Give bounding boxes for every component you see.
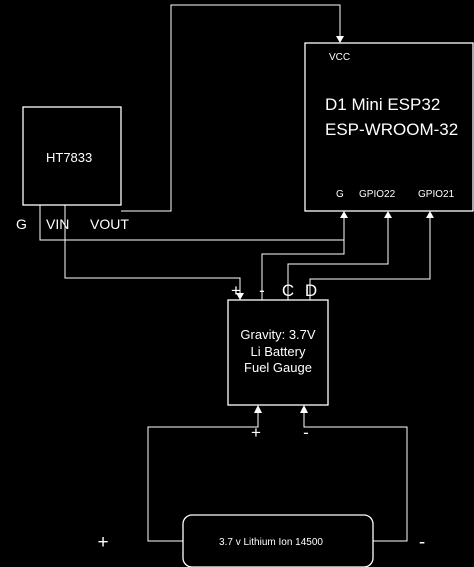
fuel-gauge-box bbox=[227, 299, 329, 406]
ht7833-pin-g-label: G bbox=[16, 216, 27, 232]
wire-ht-g-to-esp-g bbox=[39, 205, 345, 241]
arrow-gauge-bat-plus bbox=[254, 405, 262, 413]
arrow-esp-g bbox=[340, 211, 348, 218]
esp32-title-line2: ESP-WROOM-32 bbox=[325, 120, 458, 139]
arrow-gpio22 bbox=[384, 211, 392, 218]
ht7833-pin-vin-label: VIN bbox=[46, 216, 69, 232]
fuel-gauge-pin-d: D bbox=[305, 281, 317, 300]
fuel-gauge-line1: Gravity: 3.7V bbox=[240, 327, 315, 342]
wire-gauge-minus-to-g bbox=[261, 240, 345, 300]
arrow-gauge-plus bbox=[236, 293, 244, 300]
arrow-vcc bbox=[336, 36, 344, 43]
ht7833-module: HT7833 G VIN VOUT bbox=[16, 106, 129, 232]
wires bbox=[39, 4, 434, 542]
fuel-gauge-line3: Fuel Gauge bbox=[244, 360, 312, 375]
wire-battery-minus bbox=[303, 411, 408, 542]
arrow-gpio21 bbox=[426, 211, 434, 218]
battery-plus-sign: + bbox=[97, 532, 108, 553]
fuel-gauge-bat-plus: + bbox=[251, 423, 261, 442]
esp32-pin-g-label: G bbox=[336, 189, 344, 200]
wire-gauge-d-to-gpio21 bbox=[309, 216, 431, 300]
esp32-box bbox=[304, 42, 474, 212]
esp32-pin-gpio21-label: GPIO21 bbox=[418, 189, 455, 200]
ht7833-name: HT7833 bbox=[46, 150, 92, 165]
wire-vout-to-vcc bbox=[121, 4, 341, 212]
wire-gauge-c-to-gpio22 bbox=[287, 216, 389, 300]
esp32-title-line1: D1 Mini ESP32 bbox=[325, 95, 440, 114]
fuel-gauge-pin-plus: + bbox=[231, 281, 241, 300]
fuel-gauge-module: Gravity: 3.7V Li Battery Fuel Gauge + - … bbox=[227, 281, 329, 442]
arrow-gauge-bat-minus bbox=[300, 405, 308, 413]
esp32-pin-gpio22-label: GPIO22 bbox=[359, 189, 396, 200]
ht7833-pin-vout-label: VOUT bbox=[90, 216, 129, 232]
esp32-module: VCC D1 Mini ESP32 ESP-WROOM-32 G GPIO22 … bbox=[304, 42, 474, 212]
wire-battery-plus bbox=[147, 411, 259, 542]
ht7833-box bbox=[22, 106, 122, 206]
battery-minus-sign: - bbox=[419, 532, 425, 553]
wire-vin-to-gauge-plus bbox=[64, 205, 241, 293]
fuel-gauge-line2: Li Battery bbox=[251, 344, 306, 359]
esp32-vcc-label: VCC bbox=[329, 52, 350, 63]
fuel-gauge-bat-minus: - bbox=[303, 423, 309, 442]
battery-label: 3.7 v Lithium Ion 14500 bbox=[219, 537, 323, 548]
